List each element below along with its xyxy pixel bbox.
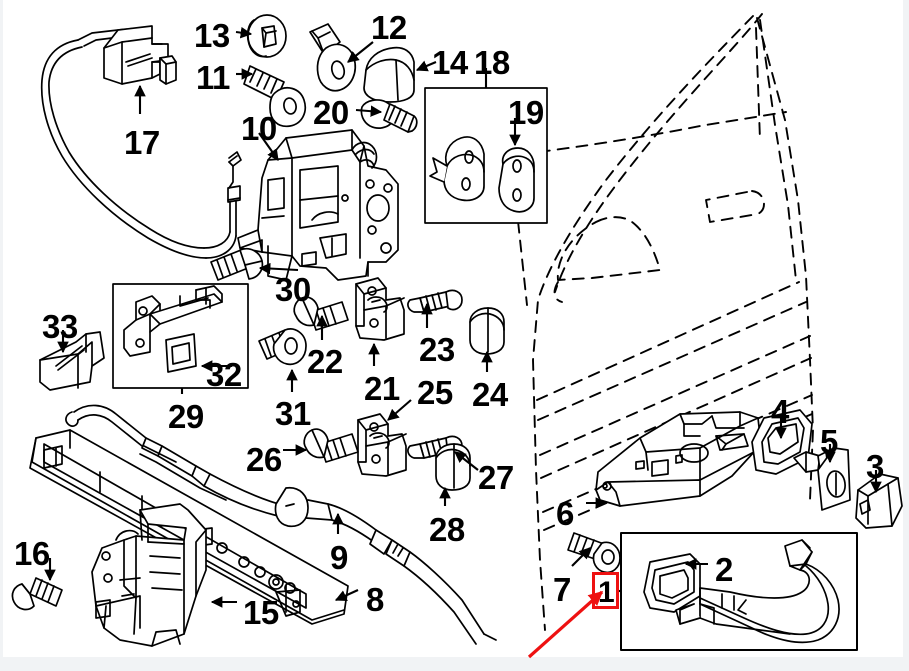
callout-number-27[interactable]: 27 [478, 459, 514, 496]
callout-number-32[interactable]: 32 [206, 356, 242, 393]
part-14-cover [363, 46, 415, 103]
callout-number-14[interactable]: 14 [432, 44, 468, 81]
callout-number-10[interactable]: 10 [241, 110, 277, 147]
callout-number-29[interactable]: 29 [168, 398, 204, 435]
part-1-handle-box [620, 532, 858, 651]
highlight-arrow [527, 590, 604, 659]
callout-number-3[interactable]: 3 [866, 448, 884, 485]
leader-lines [44, 26, 882, 608]
callout-number-6[interactable]: 6 [556, 495, 574, 532]
callout-number-1[interactable]: 1 [598, 576, 615, 609]
part-16-bolt [11, 577, 63, 611]
part-26-bolt [303, 428, 359, 463]
callout-number-7[interactable]: 7 [553, 571, 571, 608]
part-21-hinge [355, 277, 405, 341]
callout-number-26[interactable]: 26 [246, 441, 282, 478]
callout-number-2[interactable]: 2 [715, 551, 733, 588]
callout-number-24[interactable]: 24 [472, 376, 508, 413]
part-17-actuator [40, 25, 242, 259]
part-6-carrier [595, 411, 761, 507]
leader-lines-plain [180, 68, 621, 593]
callout-number-22[interactable]: 22 [307, 343, 343, 380]
callout-number-25[interactable]: 25 [417, 374, 453, 411]
part-7-bolt [567, 532, 621, 574]
callout-number-17[interactable]: 17 [124, 124, 160, 161]
callout-number-8[interactable]: 8 [366, 581, 384, 618]
page-gutter-bottom [0, 657, 909, 671]
part-13-cap [246, 14, 287, 58]
part-15-bracket [91, 503, 207, 647]
callout-number-13[interactable]: 13 [194, 17, 230, 54]
callout-number-15[interactable]: 15 [243, 594, 279, 631]
callout-number-12[interactable]: 12 [371, 9, 407, 46]
part-3-endcap [855, 473, 903, 529]
page-gutter-right [903, 0, 909, 671]
callout-number-30[interactable]: 30 [275, 271, 311, 308]
callout-number-21[interactable]: 21 [364, 370, 400, 407]
callout-number-9[interactable]: 9 [330, 539, 348, 576]
part-10-latch [237, 129, 399, 281]
part-28-cap [435, 443, 471, 491]
page-gutter-left [0, 0, 3, 671]
callout-number-19[interactable]: 19 [508, 94, 544, 131]
part-33-wedge [39, 331, 105, 391]
callout-number-20[interactable]: 20 [313, 94, 349, 131]
part-18-striker-box [424, 87, 548, 224]
part-24-cap [469, 307, 505, 355]
callout-number-18[interactable]: 18 [474, 44, 510, 81]
callout-number-31[interactable]: 31 [275, 395, 311, 432]
part-23-screw [407, 289, 463, 313]
part-20-screw [360, 99, 418, 133]
part-31-screw [258, 328, 307, 366]
callout-number-4[interactable]: 4 [771, 393, 789, 430]
part-25-hinge [357, 413, 407, 477]
part-12-pin [309, 23, 357, 92]
part-30-bolt [210, 247, 264, 281]
part-9-cables [65, 404, 497, 645]
callout-number-33[interactable]: 33 [42, 308, 78, 345]
part-29-check-box [112, 283, 249, 389]
callout-number-11[interactable]: 11 [196, 59, 230, 96]
callout-number-23[interactable]: 23 [419, 331, 455, 368]
callout-number-16[interactable]: 16 [14, 535, 50, 572]
callout-number-28[interactable]: 28 [429, 511, 465, 548]
callout-number-5[interactable]: 5 [820, 423, 838, 460]
